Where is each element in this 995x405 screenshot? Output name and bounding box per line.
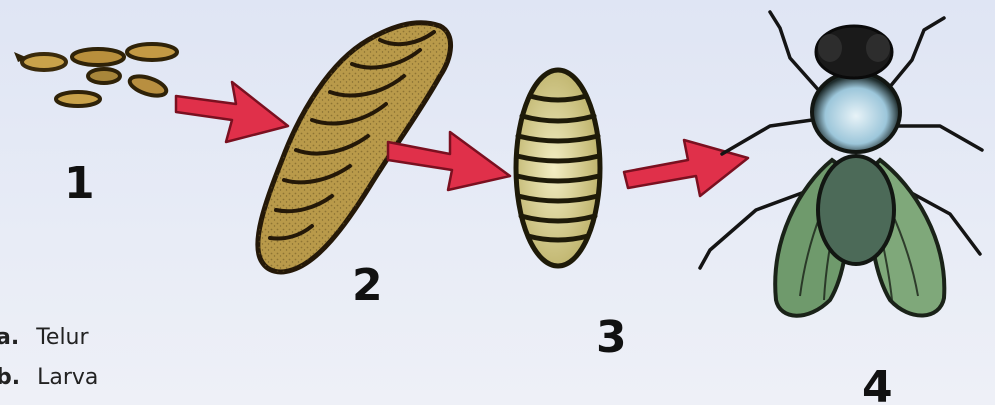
egg-cluster-icon <box>14 44 177 106</box>
legend-key: b. <box>0 365 20 390</box>
legend-item: a. Telur <box>0 325 89 350</box>
legend-label: Larva <box>37 365 98 390</box>
stage-number: 1 <box>64 158 95 209</box>
stage-number: 3 <box>596 312 627 363</box>
pupa-icon <box>516 70 600 266</box>
stage-number: 4 <box>862 362 893 405</box>
legend: a. Telur b. Larva <box>0 325 98 390</box>
arrow-2-to-3 <box>388 132 510 190</box>
stage-number: 2 <box>352 260 383 311</box>
legend-key: a. <box>0 325 19 350</box>
legend-item: b. Larva <box>0 365 98 390</box>
arrow-1-to-2 <box>176 82 288 142</box>
legend-label: Telur <box>35 325 89 350</box>
